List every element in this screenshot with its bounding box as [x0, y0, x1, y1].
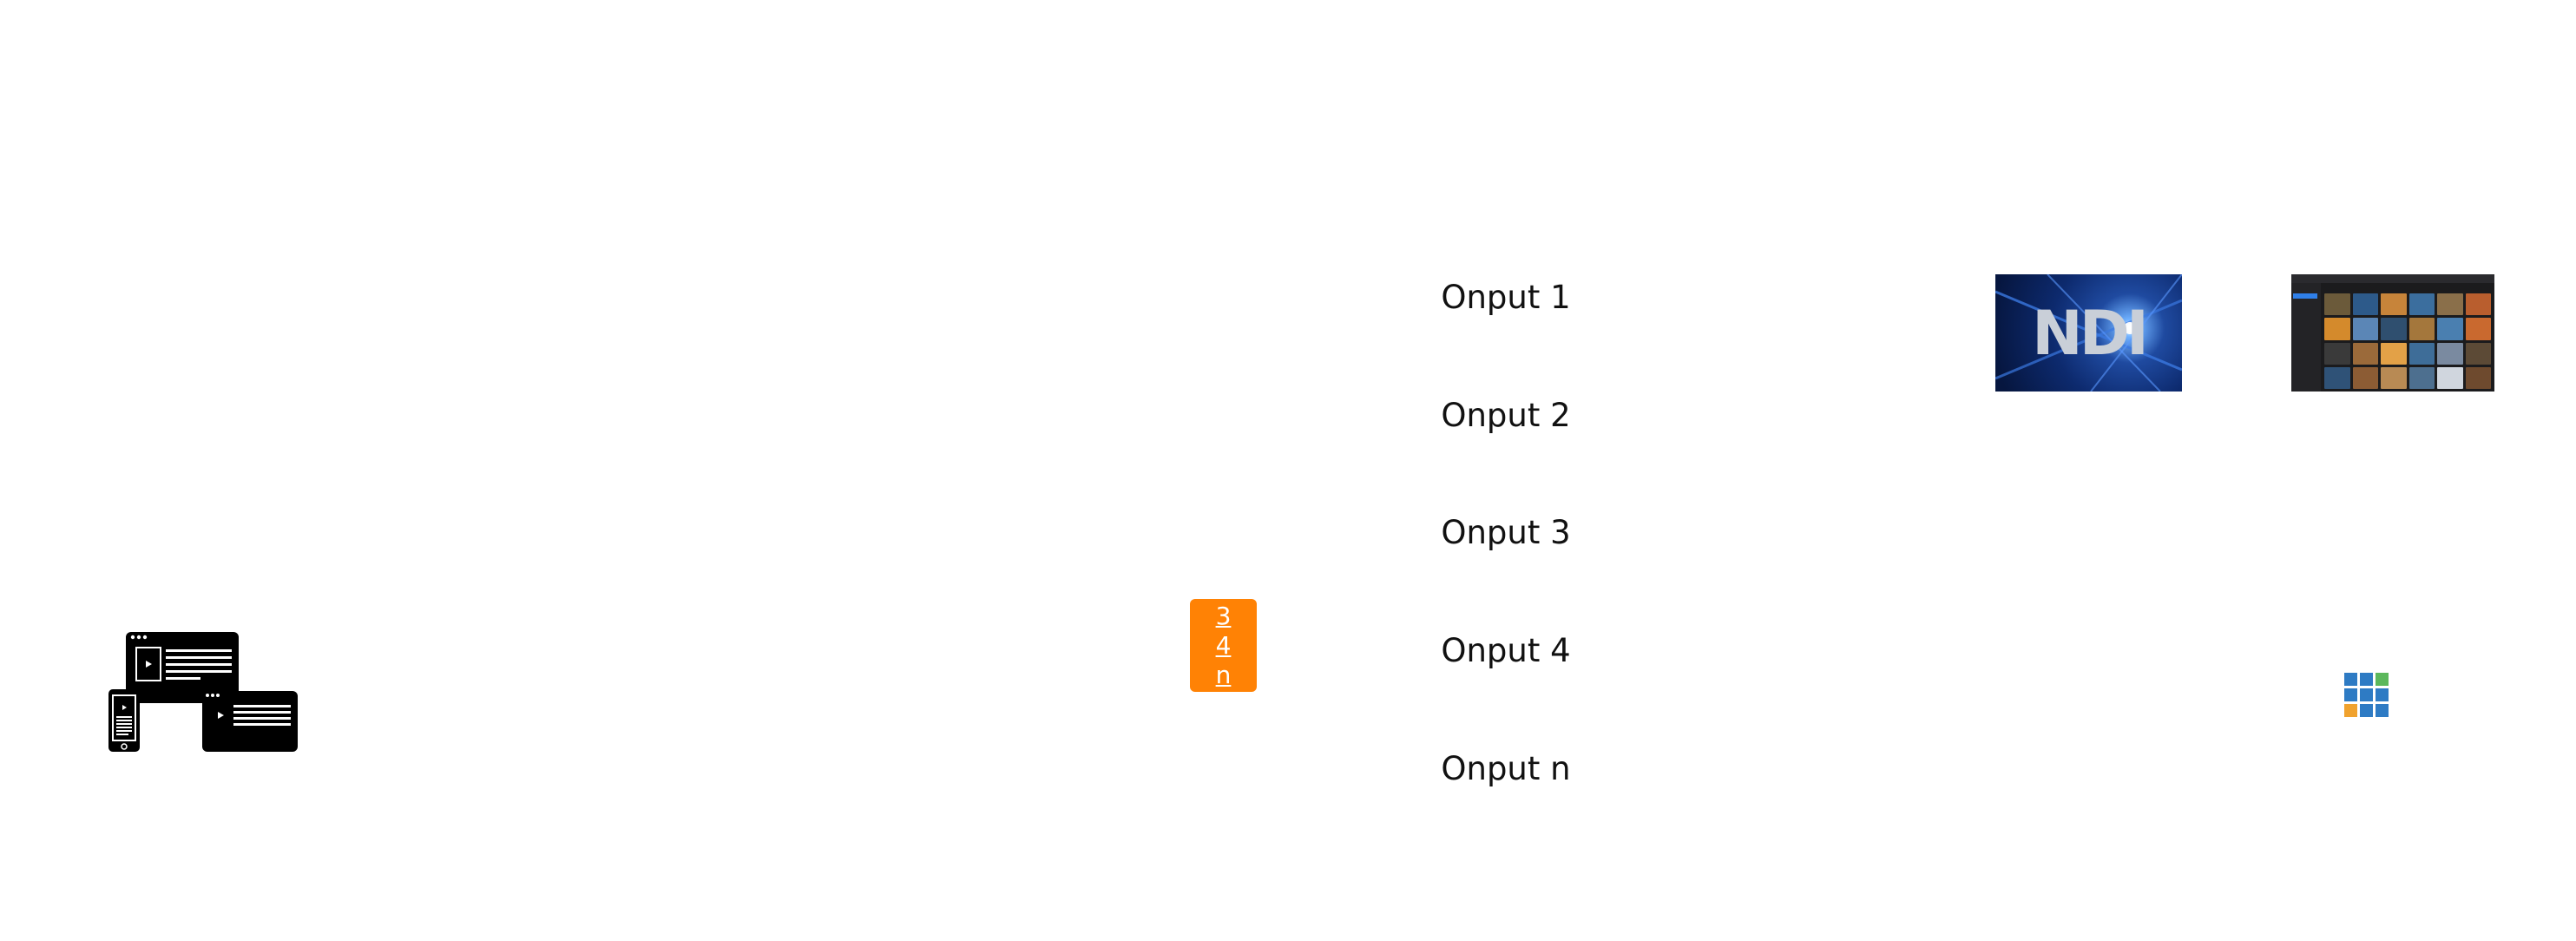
- output-label-4: Onput 4: [1441, 632, 1571, 669]
- output-label-2: Onput 2: [1441, 397, 1571, 434]
- output-selector-badge[interactable]: 3 4 n: [1190, 599, 1257, 692]
- tile-square: [2360, 704, 2373, 717]
- tile-square: [2344, 673, 2357, 686]
- selector-item-3[interactable]: 3: [1215, 601, 1232, 630]
- tile-square: [2376, 673, 2389, 686]
- selector-item-4[interactable]: 4: [1215, 630, 1232, 660]
- tile-square: [2360, 688, 2373, 701]
- tile-square: [2344, 704, 2357, 717]
- ndi-logo-text: NDI: [2032, 298, 2149, 369]
- tile-square: [2376, 704, 2389, 717]
- tiles-grid-icon: [2344, 673, 2389, 718]
- output-label-3: Onput 3: [1441, 514, 1571, 551]
- tile-square: [2376, 688, 2389, 701]
- output-label-n: Onput n: [1441, 750, 1571, 787]
- ndi-logo-thumbnail: NDI: [1995, 274, 2182, 392]
- selector-item-n[interactable]: n: [1215, 660, 1232, 689]
- output-label-1: Onput 1: [1441, 279, 1571, 316]
- tile-square: [2360, 673, 2373, 686]
- tile-square: [2344, 688, 2357, 701]
- media-gallery-screenshot: [2291, 274, 2494, 392]
- multi-device-icon: [108, 632, 298, 752]
